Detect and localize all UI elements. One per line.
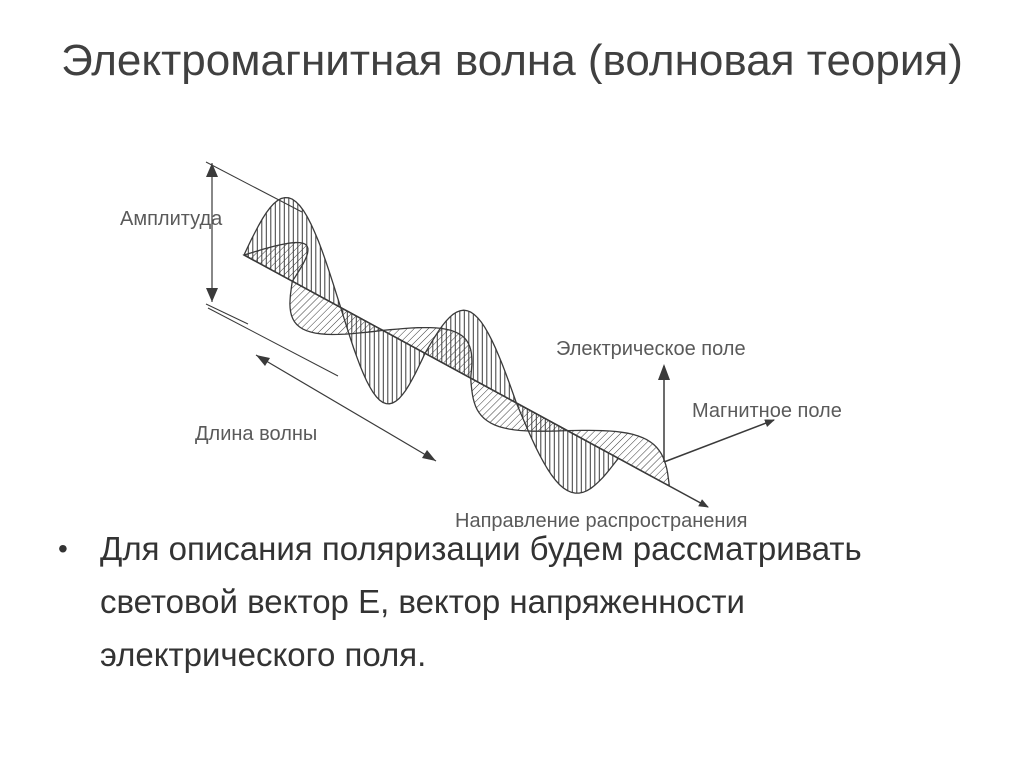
bullet-list: • Для описания поляризации будем рассмат… <box>58 522 978 681</box>
electric-wave-lobes <box>243 196 620 494</box>
magnetic-field-arrow <box>663 419 775 463</box>
electric-field-arrow-head <box>658 364 670 380</box>
amplitude-guide-top <box>205 161 303 213</box>
wavelength-arrow-left-head <box>256 355 270 366</box>
bullet-text: Для описания поляризации будем рассматри… <box>100 530 862 673</box>
electric-lobe <box>243 196 342 309</box>
amplitude-label: Амплитуда <box>120 208 223 230</box>
wavelength-guide-left <box>207 307 339 377</box>
electric-field-label: Электрическое поле <box>556 338 746 360</box>
magnetic-field-label: Магнитное поле <box>692 400 842 422</box>
wavelength-label: Длина волны <box>195 423 317 445</box>
amplitude-arrow-top-head <box>206 163 218 177</box>
electric-lobe <box>339 306 426 405</box>
electric-lobe <box>515 401 620 494</box>
propagation-label: Направление распространения <box>455 510 747 532</box>
amplitude-arrow-bottom-head <box>206 288 218 302</box>
amplitude-guide-bottom <box>205 303 249 325</box>
propagation-axis <box>243 254 709 508</box>
electric-lobe <box>424 309 518 405</box>
wavelength-arrow-right-head <box>422 450 436 461</box>
bullet-symbol: • <box>58 533 68 564</box>
slide-title: Электромагнитная волна (волновая теория) <box>61 36 963 85</box>
wavelength-arrow <box>255 354 437 462</box>
bullet-item: • Для описания поляризации будем рассмат… <box>58 522 978 681</box>
